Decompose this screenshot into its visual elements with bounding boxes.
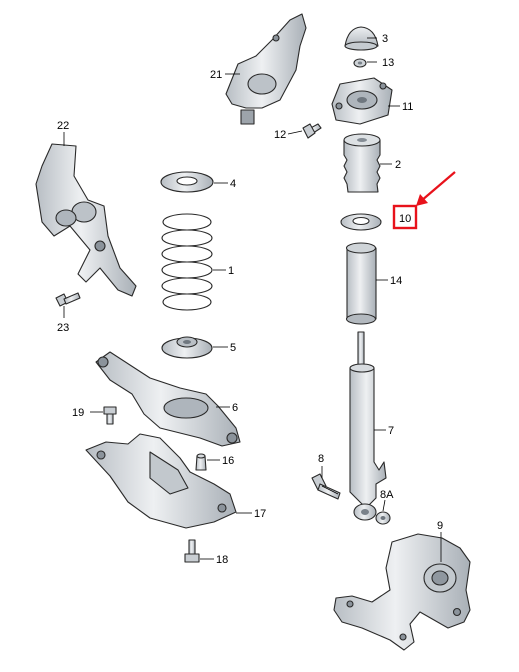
part-18-bolt [184,539,200,563]
callout-12: 12 [274,129,286,141]
callout-16: 16 [222,455,234,467]
part-13-nut [353,58,367,68]
part-23-bolt [55,292,81,307]
part-3-cap [344,26,379,51]
callout-8: 8 [318,453,324,465]
highlight-marker [392,171,456,230]
part-4-spring-plate [160,171,214,193]
part-14-protective-sleeve [345,242,377,325]
part-5-spring-seat [161,336,213,359]
callout-23: 23 [57,322,69,334]
highlight-arrow-shaft [420,171,456,202]
part-12-bolt [302,123,322,139]
part-19-bolt [103,406,117,425]
callout-22: 22 [57,120,69,132]
callout-3: 3 [382,33,388,45]
callout-21: 21 [210,69,222,81]
callout-1: 1 [228,265,234,277]
part-9-wheel-bearing-housing [333,533,471,651]
callout-2: 2 [395,159,401,171]
part-21-mounting-bracket [225,13,307,125]
callout-18: 18 [216,554,228,566]
part-17-lower-link [85,433,237,529]
callout-6: 6 [232,402,238,414]
callout-8a: 8A [380,489,394,501]
callout-labels: 3 13 11 12 2 10 14 7 8 8A 9 21 22 23 4 1… [57,33,443,566]
part-22-hanger-bracket [35,143,137,297]
callout-10: 10 [399,213,411,225]
leader-lines [63,37,442,562]
part-11-strut-mount [331,77,393,125]
highlight-box [392,204,418,230]
part-16-bushing [195,453,207,471]
callout-14: 14 [390,275,402,287]
callout-17: 17 [254,508,266,520]
callout-19: 19 [72,407,84,419]
part-10-washer [340,213,382,231]
callout-9: 9 [437,520,443,532]
part-8-bolt [311,473,341,500]
callout-4: 4 [230,178,236,190]
callout-11: 11 [402,101,413,113]
callout-5: 5 [230,342,236,354]
part-6-control-arm [95,351,241,447]
callout-13: 13 [382,57,394,69]
part-1-coil-spring [161,213,213,311]
part-2-bump-stop [343,133,381,193]
highlight-arrow-head [416,194,428,206]
callout-7: 7 [388,425,394,437]
part-8a-nut [375,511,391,525]
part-7-shock-absorber [349,331,387,521]
